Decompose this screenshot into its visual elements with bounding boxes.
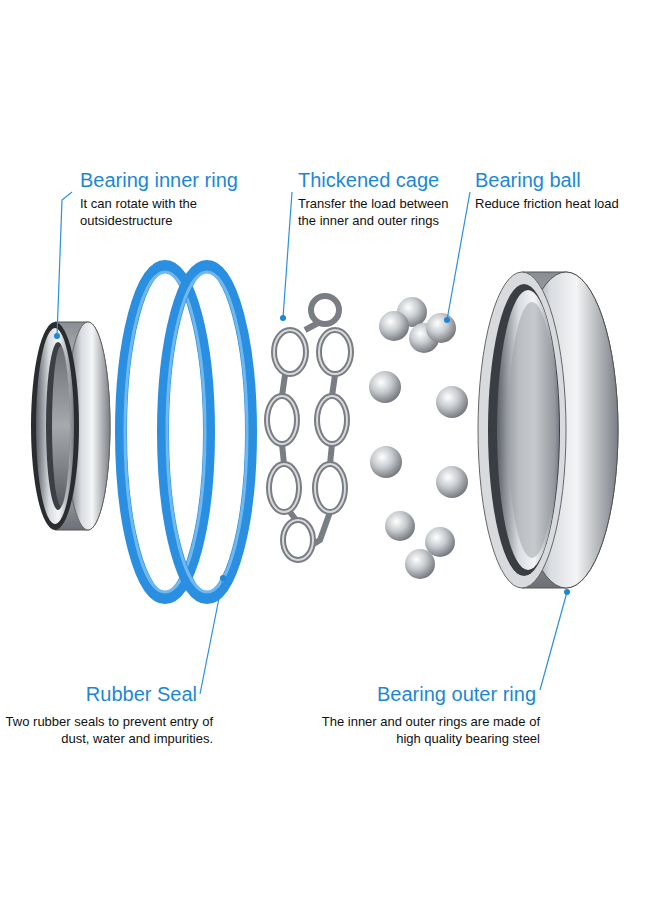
balls bbox=[369, 297, 468, 579]
part-name: Rubber Seal bbox=[60, 681, 197, 707]
inner-ring bbox=[31, 322, 110, 530]
part-name: Bearing inner ring bbox=[80, 167, 280, 193]
part-description: The inner and outer rings are made of hi… bbox=[310, 714, 540, 748]
part-description: Two rubber seals to prevent entry of dus… bbox=[0, 714, 213, 748]
part-name: Bearing ball bbox=[475, 167, 655, 193]
part-name: Bearing outer ring bbox=[300, 681, 536, 707]
leader-dots bbox=[54, 315, 570, 595]
cage bbox=[267, 296, 351, 560]
outer-ring bbox=[478, 272, 618, 588]
cage-highlight bbox=[267, 330, 351, 560]
part-description: It can rotate with the outsidestructure bbox=[80, 196, 230, 230]
rubber-seals bbox=[121, 266, 251, 598]
part-description: Reduce friction heat load bbox=[475, 196, 655, 213]
part-description: Transfer the load between the inner and … bbox=[298, 196, 468, 230]
leader-lines bbox=[57, 192, 567, 694]
part-name: Thickened cage bbox=[298, 167, 478, 193]
